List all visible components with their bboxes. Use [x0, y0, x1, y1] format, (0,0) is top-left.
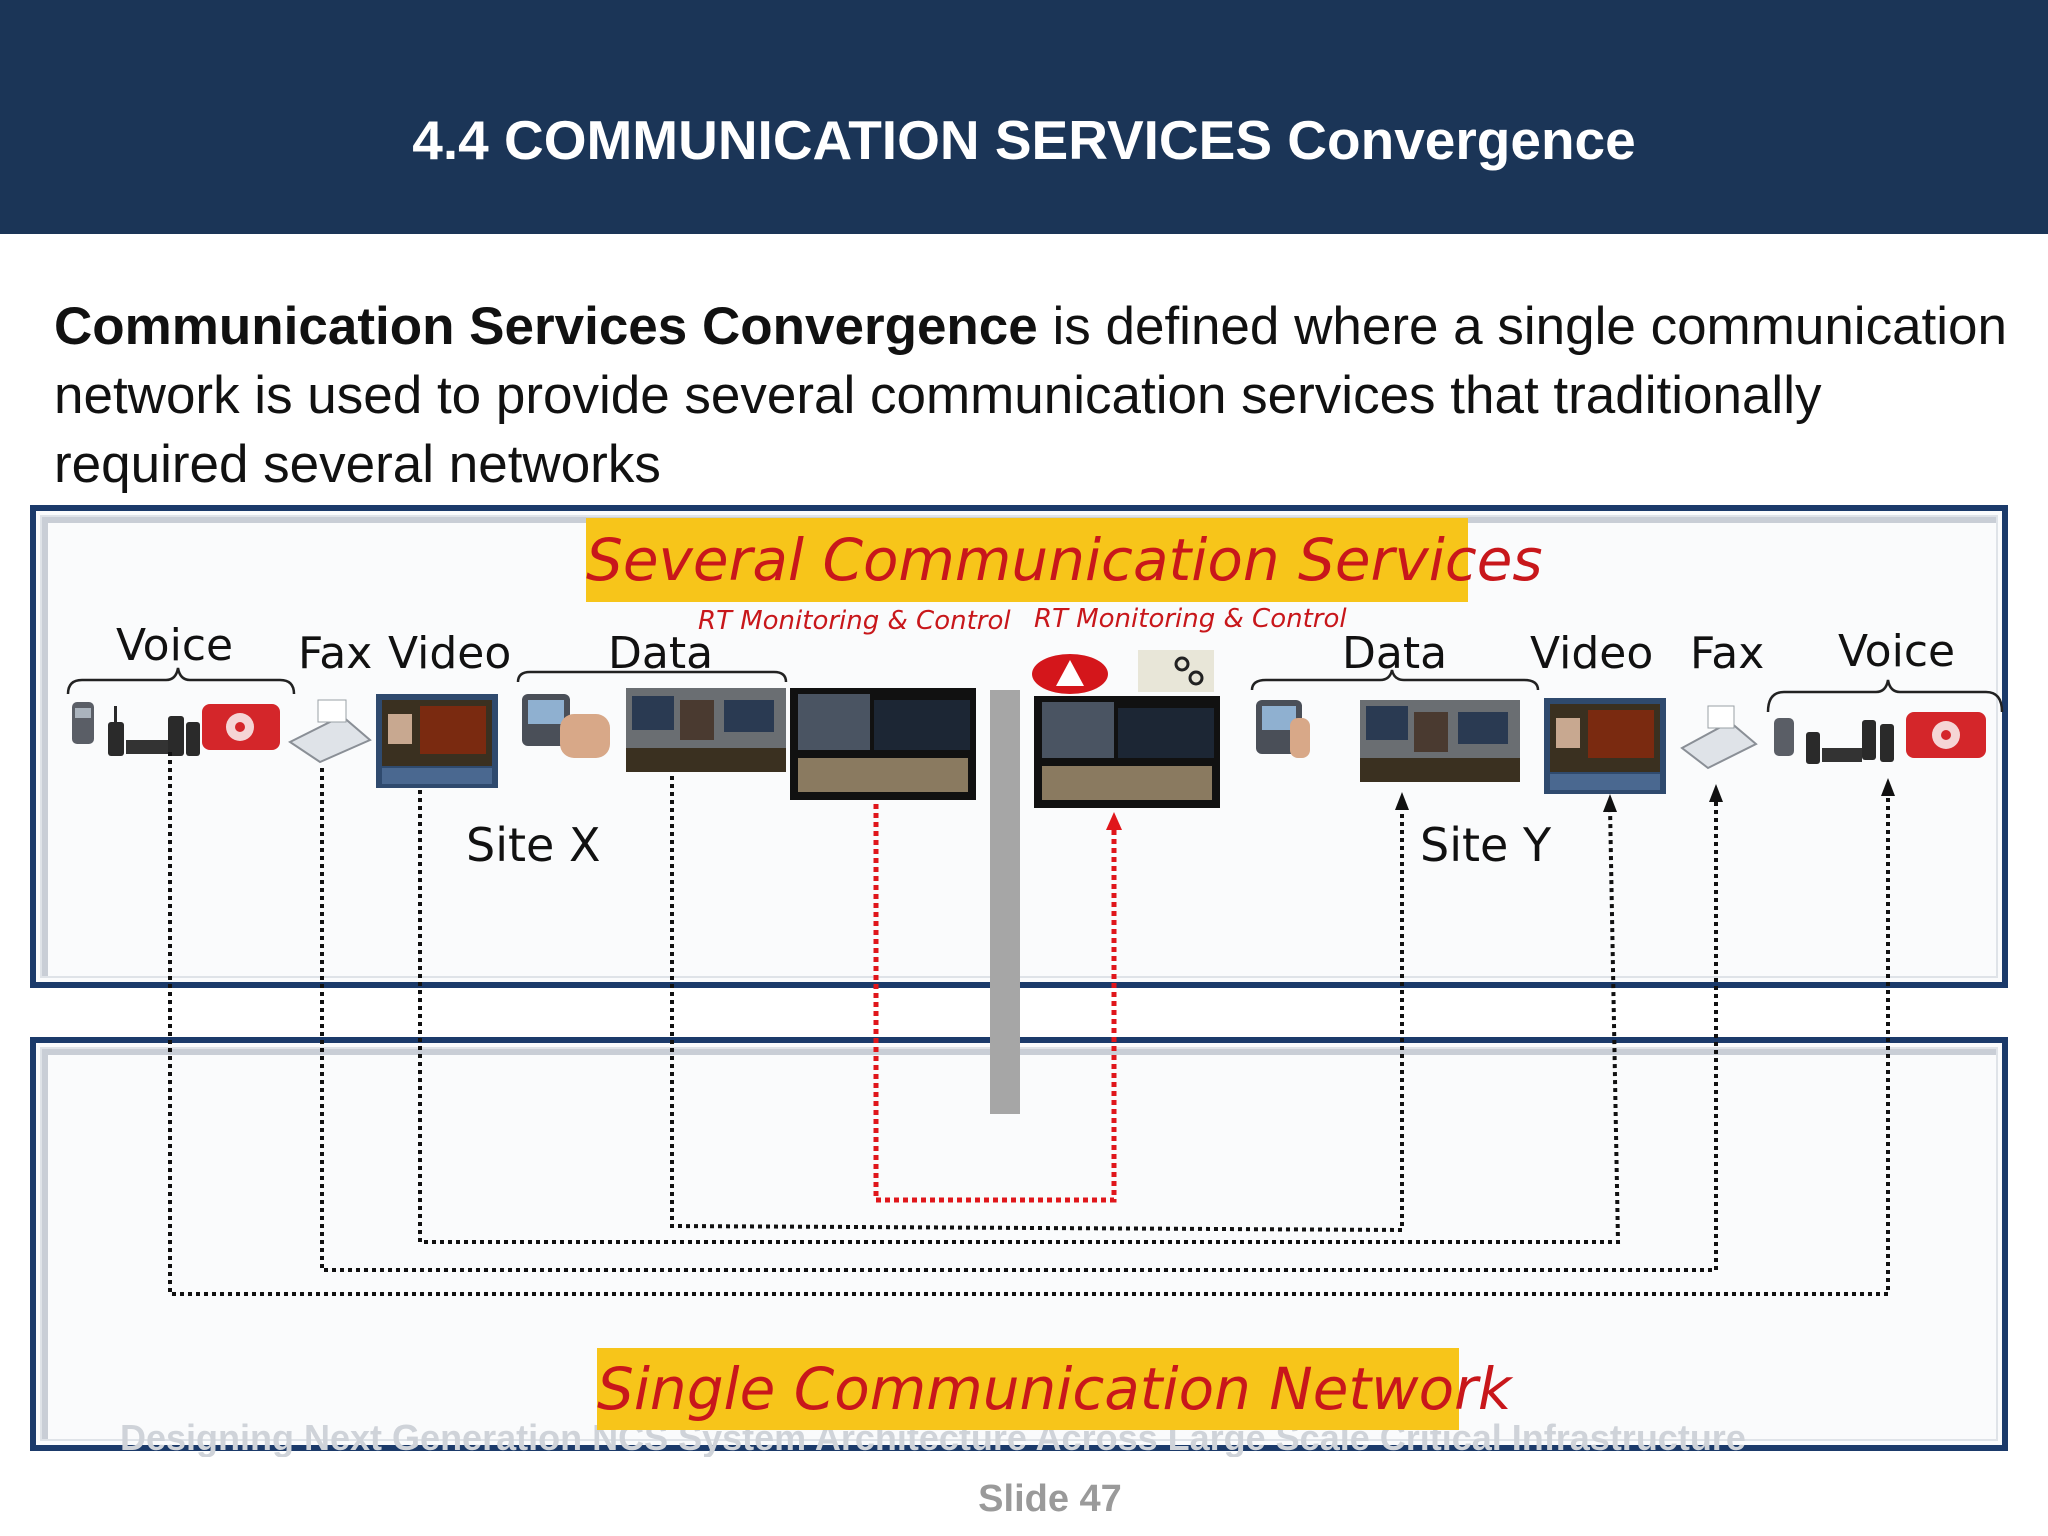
rt-monitoring-label-left: RT Monitoring & Control — [698, 606, 1011, 636]
label-braces — [66, 667, 2004, 713]
control-room-icon — [1034, 696, 1220, 808]
arrowheads — [1395, 778, 1895, 812]
rt-monitoring-link — [873, 804, 1117, 1203]
site-y-data-label: Data — [1342, 628, 1448, 679]
voice-arrowhead — [1881, 778, 1895, 796]
fax-machine-icon — [1680, 705, 1758, 770]
slide-number: Slide 47 — [978, 1478, 1122, 1520]
services-banner: Several Communication Services — [586, 518, 1543, 602]
desk-phone-icon — [1774, 718, 1794, 756]
site-y-fax-label: Fax — [1690, 628, 1765, 679]
definition-term: Communication Services Convergence — [54, 297, 1038, 356]
video-screen-icon — [1544, 698, 1666, 794]
rt-monitoring-label-right: RT Monitoring & Control — [1034, 604, 1347, 634]
walkie-talkie-icon — [108, 706, 200, 756]
control-room-icon — [790, 688, 976, 800]
rt-arrowhead — [1106, 812, 1122, 830]
data-arrowhead — [1395, 792, 1409, 810]
pda-icon — [522, 694, 610, 758]
site-x-voice-label: Voice — [116, 620, 234, 671]
red-telephone-icon — [202, 704, 280, 750]
definition-text: Communication Services Convergence is de… — [54, 292, 2014, 499]
fax-arrowhead — [1709, 784, 1723, 802]
site-y-label: Site Y — [1420, 818, 1552, 872]
video-link — [418, 790, 1621, 1244]
workstation-icon — [626, 688, 786, 772]
video-screen-icon — [376, 694, 498, 788]
network-connections — [168, 752, 1890, 1296]
red-telephone-icon — [1906, 712, 1986, 758]
site-x-fax-label: Fax — [298, 628, 373, 679]
site-x-data-label: Data — [608, 628, 714, 679]
video-arrowhead — [1603, 794, 1617, 812]
warning-sign-icon — [1032, 654, 1108, 694]
network-map-icon — [1138, 650, 1214, 692]
slide-title: 4.4 COMMUNICATION SERVICES Convergence — [412, 109, 1636, 171]
site-separator-bar — [990, 690, 1020, 1114]
desk-phone-icon — [72, 702, 94, 744]
site-x-video-label: Video — [388, 628, 512, 679]
network-banner: Single Communication Network — [597, 1348, 1512, 1430]
fax-link — [320, 768, 1718, 1272]
fax-machine-icon — [288, 699, 372, 764]
title-bar: 4.4 COMMUNICATION SERVICES Convergence — [0, 0, 2048, 234]
data-link — [670, 776, 1404, 1233]
workstation-icon — [1360, 700, 1520, 782]
site-x-label: Site X — [466, 818, 601, 872]
definition-body: is defined where a single communication … — [54, 297, 2008, 494]
site-y-voice-label: Voice — [1838, 626, 1956, 677]
voice-link — [168, 752, 1890, 1296]
pda-icon — [1256, 700, 1310, 758]
site-y-video-label: Video — [1530, 628, 1654, 679]
walkie-talkie-icon — [1806, 720, 1894, 764]
